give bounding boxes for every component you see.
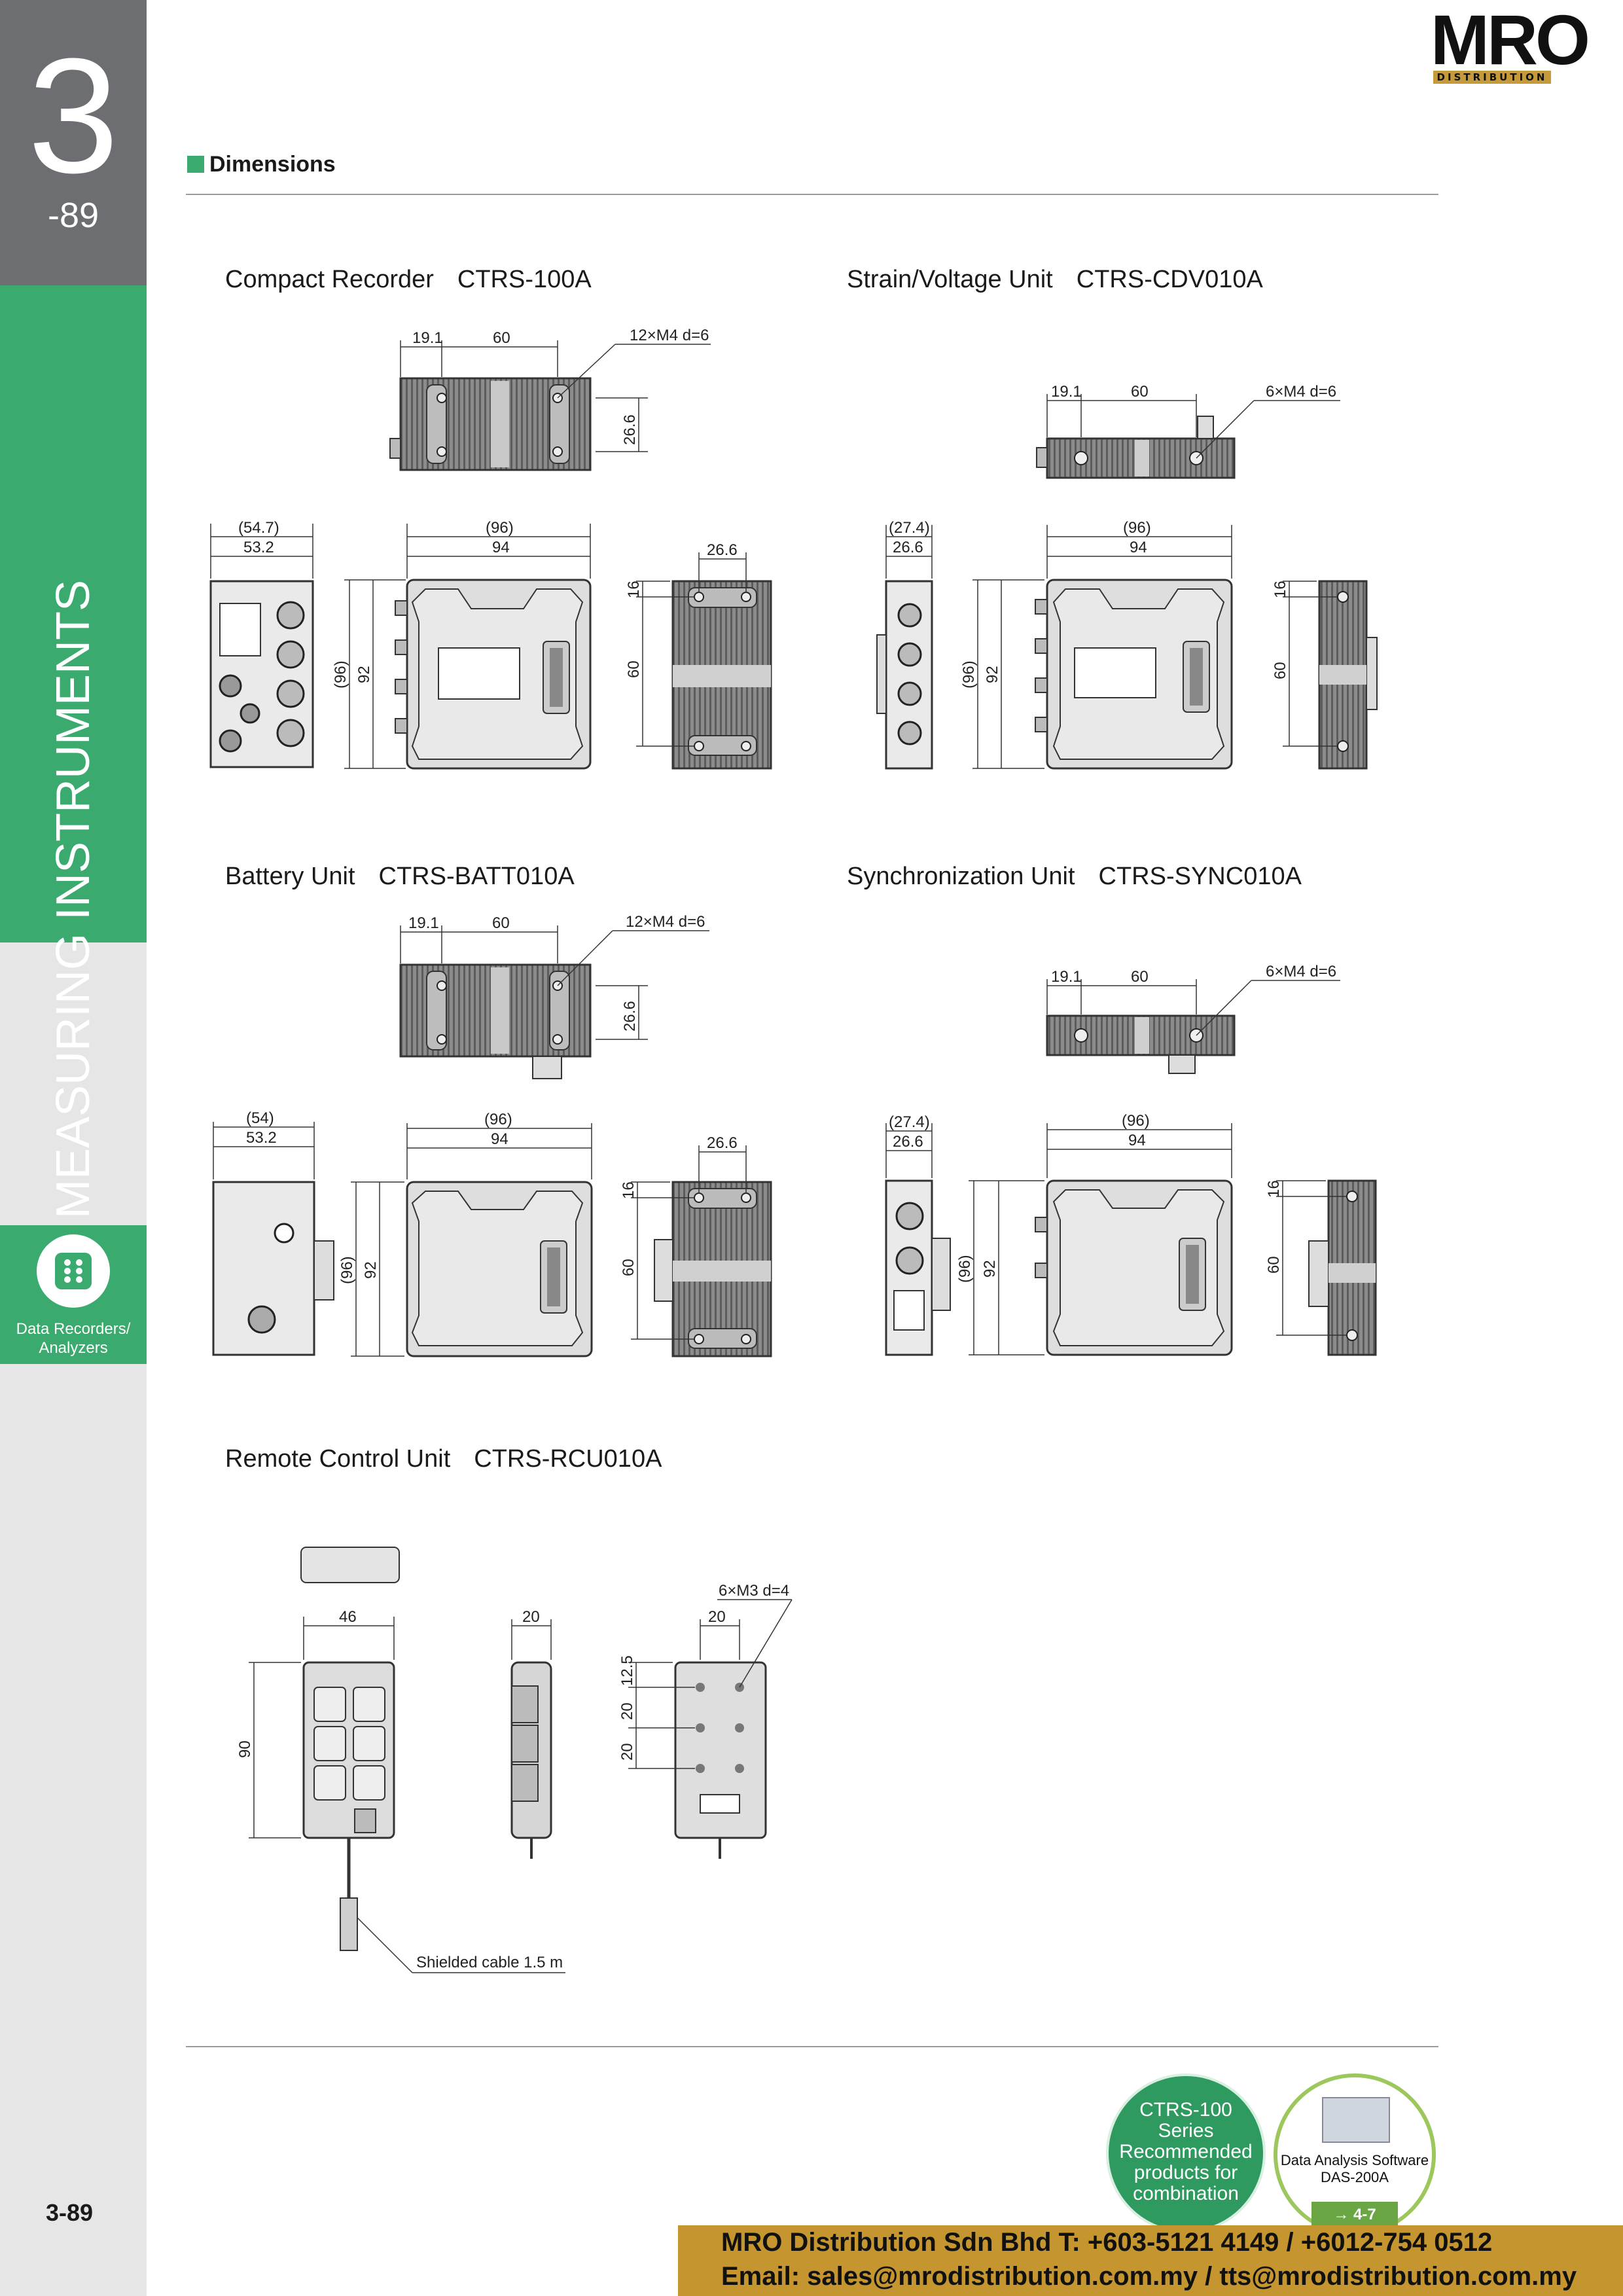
drawing-remote-unit: 46 90 Shielded cable 1.5 m 20 20 6×M3 d=… <box>236 1547 793 1973</box>
dim-battery-sh: (96) <box>338 1256 356 1284</box>
dim-compact-hole: 12×M4 d=6 <box>630 327 709 344</box>
dim-remote-hole: 6×M3 d=4 <box>719 1582 789 1600</box>
dim-battery-bw: (96) <box>484 1111 512 1128</box>
subcategory-label: Data Recorders/ Analyzers <box>16 1320 131 1357</box>
dim-compact-s2: 60 <box>625 660 643 678</box>
dim-compact-bw: (96) <box>486 519 514 537</box>
dim-battery-sh2: 92 <box>362 1261 380 1279</box>
section-marker-icon <box>187 156 204 173</box>
dim-remote-v3: 20 <box>618 1743 636 1761</box>
dim-compact-a: 19.1 <box>412 329 443 347</box>
footer-email: Email: sales@mrodistribution.com.my / tt… <box>721 2262 1577 2291</box>
series-badge[interactable]: CTRS-100 Series Recommended products for… <box>1106 2073 1266 2233</box>
dim-battery-s1: 16 <box>620 1181 637 1199</box>
dim-remote-v1: 12.5 <box>618 1655 636 1686</box>
dim-sync-sh: (96) <box>956 1255 974 1283</box>
dim-strain-bw2: 94 <box>1130 539 1147 556</box>
software-label: Data Analysis Software DAS-200A <box>1280 2152 1429 2185</box>
footer-company-phone: MRO Distribution Sdn Bhd T: +603-5121 41… <box>721 2228 1493 2257</box>
dim-battery-h: 26.6 <box>621 1001 639 1031</box>
dim-strain-s1: 16 <box>1272 581 1289 598</box>
dim-battery-b: 60 <box>492 914 510 932</box>
dim-sync-s2: 60 <box>1265 1256 1283 1274</box>
software-screenshot <box>1322 2097 1390 2143</box>
dim-compact-w: 53.2 <box>243 539 274 556</box>
section-heading: Dimensions <box>187 152 336 177</box>
chapter-box: 3 -89 <box>0 0 147 285</box>
dim-compact-sh2: 92 <box>355 666 373 683</box>
dim-strain-sh: (96) <box>960 660 978 689</box>
dim-sync-b: 60 <box>1131 968 1149 986</box>
logo-tagline: DISTRIBUTION <box>1433 71 1551 84</box>
dim-sync-sh2: 92 <box>981 1260 999 1278</box>
category-label: MEASURING INSTRUMENTS <box>47 579 99 1219</box>
dim-strain-sh2: 92 <box>984 666 1001 683</box>
dim-battery-sw: 26.6 <box>707 1134 738 1152</box>
top-rule <box>186 194 1438 195</box>
bottom-rule <box>186 2046 1438 2047</box>
dim-sync-a: 19.1 <box>1051 968 1082 986</box>
dim-battery-a: 19.1 <box>408 914 439 932</box>
dim-remote-h: 90 <box>236 1740 254 1758</box>
subcategory-tab[interactable]: Data Recorders/ Analyzers <box>0 1225 147 1364</box>
software-page-link[interactable]: → 4-7 <box>1311 2202 1398 2228</box>
dim-compact-h: 26.6 <box>621 414 639 445</box>
dim-strain-bw: (96) <box>1123 519 1151 537</box>
page-number: 3-89 <box>46 2199 94 2226</box>
dim-battery-w: 53.2 <box>246 1129 277 1147</box>
dim-battery-s2: 60 <box>620 1259 637 1276</box>
sidebar: 3 -89 MEASURING INSTRUMENTS Data Recorde… <box>0 0 147 2296</box>
dim-compact-sh: (96) <box>332 660 349 689</box>
dim-sync-hole: 6×M4 d=6 <box>1266 963 1336 980</box>
dim-strain-b: 60 <box>1131 383 1149 401</box>
dim-sync-ow: (27.4) <box>889 1113 930 1131</box>
remote-cable-label: Shielded cable 1.5 m <box>416 1954 563 1971</box>
dim-compact-sw: 26.6 <box>707 541 738 559</box>
dim-battery-hole: 12×M4 d=6 <box>626 913 705 931</box>
dim-compact-bw2: 94 <box>492 539 510 556</box>
dim-compact-ow: (54.7) <box>238 519 279 537</box>
grid-dots-icon <box>37 1234 110 1308</box>
dim-strain-w: 26.6 <box>893 539 923 556</box>
drawing-sync-unit: 19.1 60 6×M4 d=6 (27.4) 26.6 (96) 94 (96… <box>885 963 1377 1356</box>
drawing-strain-unit: 19.1 60 6×M4 d=6 (27.4) 26.6 (96) 94 (96… <box>876 383 1378 770</box>
dim-remote-w: 46 <box>339 1608 357 1626</box>
dim-sync-bw2: 94 <box>1128 1132 1146 1149</box>
dim-strain-a: 19.1 <box>1051 383 1082 401</box>
dim-sync-bw: (96) <box>1122 1112 1150 1130</box>
category-tab[interactable]: MEASURING INSTRUMENTS <box>0 285 147 1219</box>
mro-logo: MRO DISTRIBUTION <box>1431 0 1613 84</box>
dim-remote-bw: 20 <box>708 1608 726 1626</box>
dim-compact-b: 60 <box>493 329 510 347</box>
chapter-page: -89 <box>47 196 99 235</box>
dim-strain-ow: (27.4) <box>889 519 930 537</box>
software-badge[interactable]: Data Analysis Software DAS-200A → 4-7 <box>1274 2073 1436 2236</box>
dim-strain-hole: 6×M4 d=6 <box>1266 383 1336 401</box>
dim-remote-d: 20 <box>522 1608 540 1626</box>
dim-sync-s1: 16 <box>1265 1180 1283 1198</box>
dim-remote-v2: 20 <box>618 1702 636 1720</box>
dim-compact-s1: 16 <box>625 581 643 598</box>
drawing-battery-unit: 19.1 60 12×M4 d=6 26.6 (54) 53.2 (96) 94… <box>212 913 772 1357</box>
dim-strain-s2: 60 <box>1272 662 1289 679</box>
drawing-compact-recorder: 19.1 60 12×M4 d=6 26.6 (54.7) 53.2 (96) … <box>209 327 772 770</box>
contact-footer: MRO Distribution Sdn Bhd T: +603-5121 41… <box>678 2225 1623 2296</box>
dim-battery-bw2: 94 <box>491 1130 508 1148</box>
dim-sync-w: 26.6 <box>893 1133 923 1151</box>
logo-word: MRO <box>1431 0 1590 79</box>
dim-battery-ow: (54) <box>246 1109 274 1127</box>
chapter-number: 3 <box>27 24 119 207</box>
